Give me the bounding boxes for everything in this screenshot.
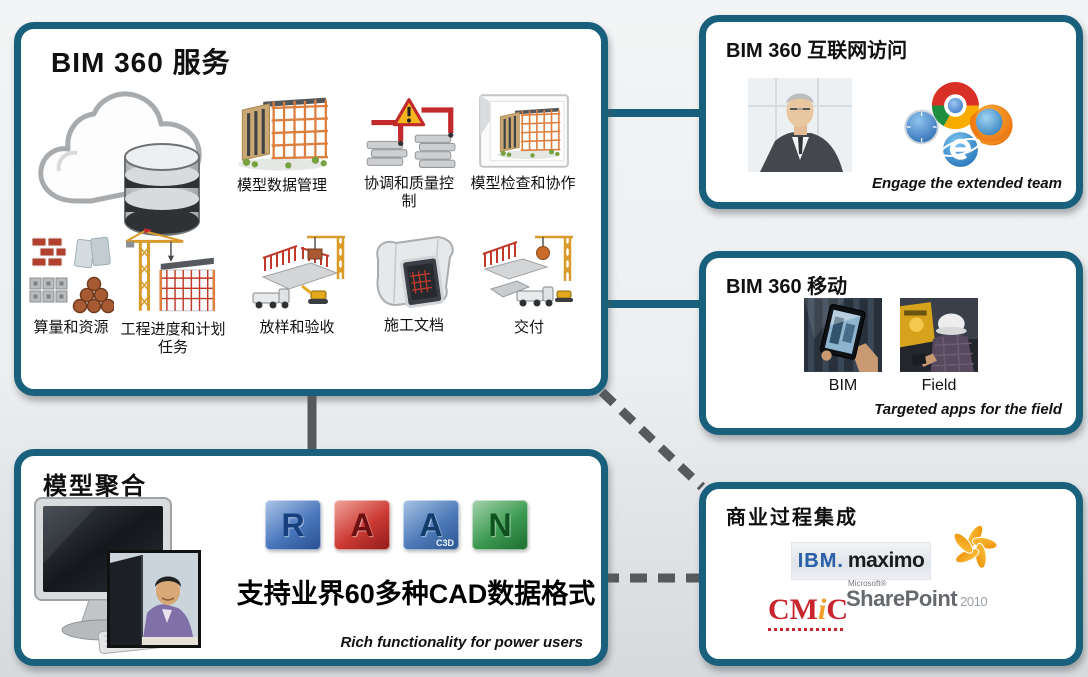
internet-access-caption: Engage the extended team [871,175,1062,192]
model-aggregation-panel: 模型聚合 R [14,449,608,666]
service-item-layout: 放样和验收 [245,231,349,337]
bim-mobile-photo [804,298,882,372]
service-item-label: 工程进度和计划任务 [120,321,226,356]
business-integration-panel: 商业过程集成 IBM. maximo Microsoft® SharePoint… [699,482,1083,666]
model-aggregation-title: 模型聚合 [43,473,147,500]
service-item-label: 协调和质量控制 [363,175,454,210]
cad-formats-headline: 支持业界60多种CAD数据格式 [236,579,596,609]
civil3d-icon: A C3D [403,500,459,550]
materials-icon [29,236,114,314]
service-item-coordination: 协调和质量控制 [361,95,457,211]
mobile-panel: BIM 360 移动 [699,251,1083,435]
internet-access-title: BIM 360 互联网访问 [726,40,908,62]
mobile-caption: Targeted apps for the field [874,401,1062,418]
service-item-schedule: 工程进度和计划任务 [117,227,229,357]
mobile-app-label-bim: BIM [828,377,858,394]
civil3d-badge: C3D [435,538,454,548]
cad-format-icons: R A A C3D N [265,500,528,550]
browser-icons [904,82,1013,167]
power-user-photo [107,550,201,648]
business-integration-title: 商业过程集成 [726,507,858,529]
service-item-model-data: 模型数据管理 [232,91,332,195]
services-panel-title: BIM 360 服务 [51,47,231,78]
internet-explorer-icon [940,132,981,167]
ibm-maximo-logo: IBM. maximo [792,543,930,579]
building-frame-icon [234,91,330,173]
construction-docs-icon [376,235,454,308]
revit-icon: R [265,500,321,550]
mobile-app-label-field: Field [921,377,957,394]
framed-model-icon [479,94,569,168]
cmic-tagline [768,628,846,631]
cloud-database-icon [38,91,202,236]
field-mobile-photo [900,298,978,372]
service-item-quantity: 算量和资源 [26,233,116,337]
schedule-crane-icon [125,228,216,312]
service-item-label: 模型数据管理 [236,177,327,194]
cmic-logo: CMiC [768,595,848,631]
autocad-icon: A [334,500,390,550]
service-item-label: 交付 [513,319,544,336]
service-item-model-review: 模型检查和协作 [468,91,578,193]
service-item-delivery: 交付 [477,229,581,337]
site-layout-icon [252,235,345,309]
internet-access-panel: BIM 360 互联网访问 [699,15,1083,209]
safari-icon [904,109,940,145]
microsoft-label: Microsoft® [848,579,887,588]
navisworks-icon: N [472,500,528,550]
service-item-label: 放样和验收 [259,319,335,336]
ibm-logo-text: IBM. [797,549,844,572]
firefox-icon [969,104,1013,146]
delivery-site-icon [482,235,573,307]
service-item-docs: 施工文档 [368,233,460,335]
connector-services-business-dashed [598,388,706,491]
businessman-photo [748,78,852,172]
sharepoint-pinwheel-icon [953,524,998,569]
maximo-logo-text: maximo [847,549,925,572]
chrome-icon [931,82,979,130]
mobile-title: BIM 360 移动 [726,276,848,298]
service-item-label: 施工文档 [383,317,444,334]
sharepoint-year: 2010 [960,594,988,609]
service-item-label: 模型检查和协作 [470,175,576,192]
service-item-label: 算量和资源 [33,319,109,336]
services-panel: BIM 360 服务 模型数据管理 [14,22,608,396]
coordination-crane-icon [366,98,456,168]
model-aggregation-caption: Rich functionality for power users [340,634,583,651]
